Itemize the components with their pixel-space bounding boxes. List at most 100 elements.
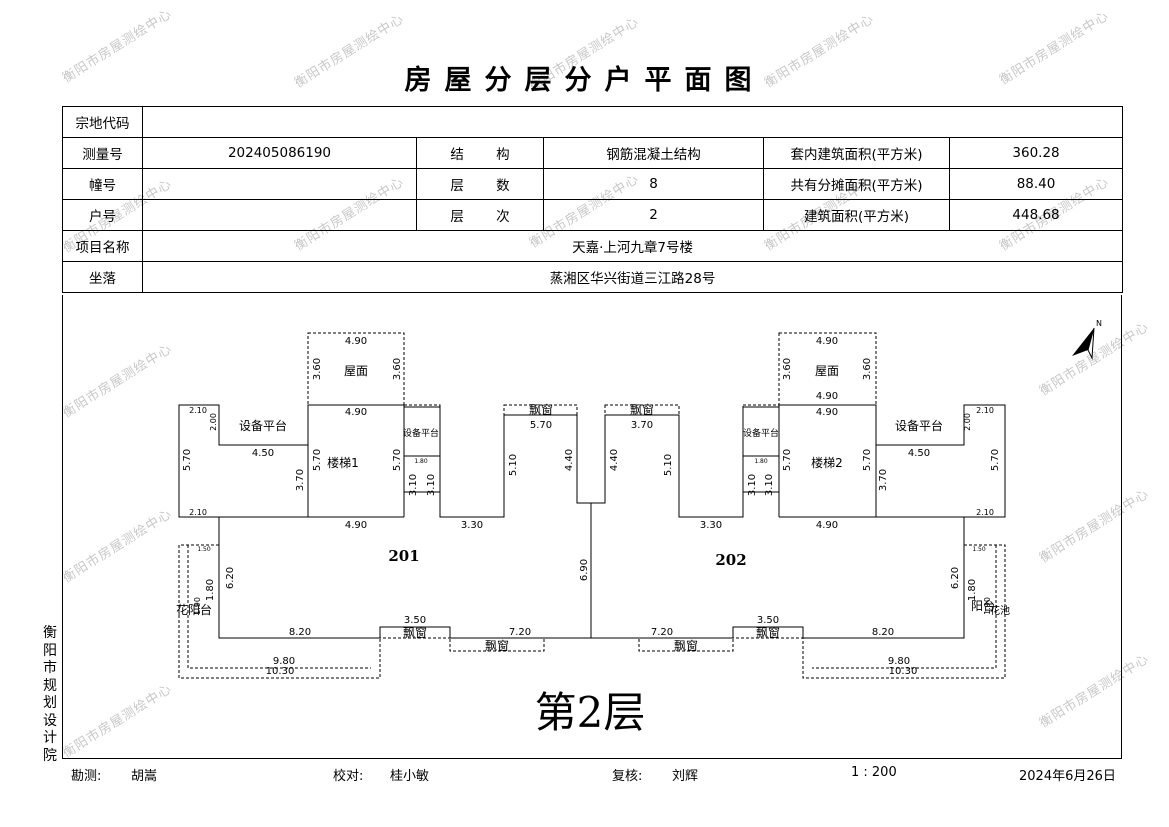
bay-window-label: 飘窗: [674, 639, 698, 653]
dim-label: 2.10: [976, 406, 994, 415]
roof-label-left: 屋面: [344, 364, 368, 378]
dim-label: 3.30: [461, 520, 483, 531]
dim-label: 3.30: [700, 520, 722, 531]
balcony-left-inner: [187, 545, 371, 669]
north-label: N: [1096, 319, 1102, 328]
dim-label: 5.10: [663, 454, 674, 476]
dim-label: 9.80: [273, 656, 295, 667]
roof-left: [307, 332, 405, 406]
dim-label: 10.30: [889, 666, 918, 677]
jiegou-value: 钢筋混凝土结构: [543, 137, 764, 169]
dim-label: 4.40: [609, 449, 620, 471]
equipment-small-label-left: 设备平台: [403, 427, 439, 439]
cenci-value: 2: [543, 199, 764, 231]
dim-label: 5.70: [782, 449, 793, 471]
table-row: 户号 层 次 2 建筑面积(平方米) 448.68: [62, 199, 1124, 231]
dim-label: 9.80: [888, 656, 910, 667]
table-row: 幢号 层 数 8 共有分摊面积(平方米) 88.40: [62, 168, 1124, 200]
dim-label: 1.90: [983, 597, 992, 615]
dim-label: 1.50: [972, 546, 986, 553]
page-title: 房屋分层分户平面图: [404, 65, 765, 96]
bay-window-label: 飘窗: [403, 626, 427, 640]
info-table: 宗地代码 测量号 202405086190 结 构 钢筋混凝土结构 套内建筑面积…: [62, 106, 1124, 293]
equipment-small-label-right: 设备平台: [743, 427, 779, 439]
dim-label: 4.50: [252, 448, 274, 459]
dim-label: 3.60: [782, 358, 793, 380]
dim-label: 4.50: [908, 448, 930, 459]
dim-label: 5.10: [508, 454, 519, 476]
equipment-label-left: 设备平台: [239, 418, 287, 433]
equipment-small-right: [742, 404, 780, 457]
censhu-value: 8: [543, 168, 764, 200]
jianzhu-value: 448.68: [948, 199, 1124, 231]
dim-label: 3.10: [747, 474, 758, 496]
bay-window-label: 飘窗: [756, 626, 780, 640]
unit-201-label: 201: [388, 547, 419, 565]
dim-label: 4.40: [564, 449, 575, 471]
dim-label: 4.90: [816, 336, 838, 347]
dim-label: 4.90: [345, 520, 367, 531]
dim-label: 7.20: [651, 627, 673, 638]
dim-label: 3.10: [408, 474, 419, 496]
dim-label: 3.10: [764, 474, 775, 496]
dim-label: 2.00: [209, 413, 218, 431]
plan-frame: [62, 295, 1122, 759]
zongdi-label: 宗地代码: [62, 106, 143, 138]
side-institution-text: 衡阳市规划设计院: [43, 625, 57, 764]
dim-label: 5.70: [392, 449, 403, 471]
jiaodui-name: 桂小敏: [390, 769, 430, 784]
dim-label: 5.70: [990, 449, 1001, 471]
dim-label: 6.20: [225, 567, 236, 589]
dim-label: 2.10: [189, 406, 207, 415]
dim-label: 1.80: [414, 458, 428, 465]
dim-label: 3.60: [312, 358, 323, 380]
bay-window-bottom-right: [638, 637, 734, 652]
dim-label: 1.50: [197, 546, 211, 553]
stair2-label: 楼梯2: [811, 455, 843, 470]
bay-window-mid-right: [732, 626, 804, 639]
dashed-areas: [178, 332, 1006, 679]
taonei-value: 360.28: [948, 137, 1124, 169]
xiangmu-value: 天嘉·上河九章7号楼: [141, 230, 1124, 262]
dim-label: 4.90: [816, 407, 838, 418]
zhuanghao-label: 幢号: [62, 168, 143, 200]
zuoluo-label: 坐落: [62, 261, 143, 293]
dim-label: 4.90: [816, 520, 838, 531]
dim-label: 8.20: [289, 627, 311, 638]
dim-label: 1.80: [967, 579, 978, 601]
balcony-right: [802, 544, 1006, 679]
dim-label: 2.00: [963, 413, 972, 431]
dim-label: 7.20: [509, 627, 531, 638]
jianzhu-label: 建筑面积(平方米): [763, 199, 950, 231]
scale-text: 1 : 200: [851, 765, 897, 780]
unit-202-label: 202: [715, 551, 746, 569]
bay-window-label: 飘窗: [529, 403, 553, 417]
dim-label: 2.10: [189, 508, 207, 517]
dim-label: 1.90: [193, 597, 202, 615]
table-row: 坐落 蒸湘区华兴街道三江路28号: [62, 261, 1124, 293]
balcony-left: [178, 544, 381, 679]
bay-window-top-right: [604, 404, 680, 416]
bay-window-mid-left: [379, 626, 451, 639]
dim-label: 5.70: [862, 449, 873, 471]
jiaodui-label: 校对:: [333, 769, 364, 784]
balcony-label-left: 花阳台: [176, 602, 212, 617]
dim-label: 4.90: [816, 391, 838, 402]
dim-label: 4.90: [345, 407, 367, 418]
balcony-right-inner: [812, 545, 997, 669]
dim-label: 10.30: [266, 666, 295, 677]
north-arrow-icon: N: [1072, 319, 1102, 360]
dim-label: 6.20: [950, 567, 961, 589]
fuhe-label: 复核:: [612, 769, 643, 784]
dim-label: 5.70: [530, 420, 552, 431]
dim-label: 5.70: [182, 449, 193, 471]
fuhe-name: 刘辉: [672, 769, 699, 784]
dim-label: 1.80: [754, 458, 768, 465]
huhao-value: [142, 199, 417, 231]
roof-right: [778, 332, 877, 406]
equipment-small-left: [403, 404, 441, 457]
dim-label: 3.10: [426, 474, 437, 496]
table-row: 测量号 202405086190 结 构 钢筋混凝土结构 套内建筑面积(平方米)…: [62, 137, 1124, 169]
dim-label: 3.70: [878, 469, 889, 491]
